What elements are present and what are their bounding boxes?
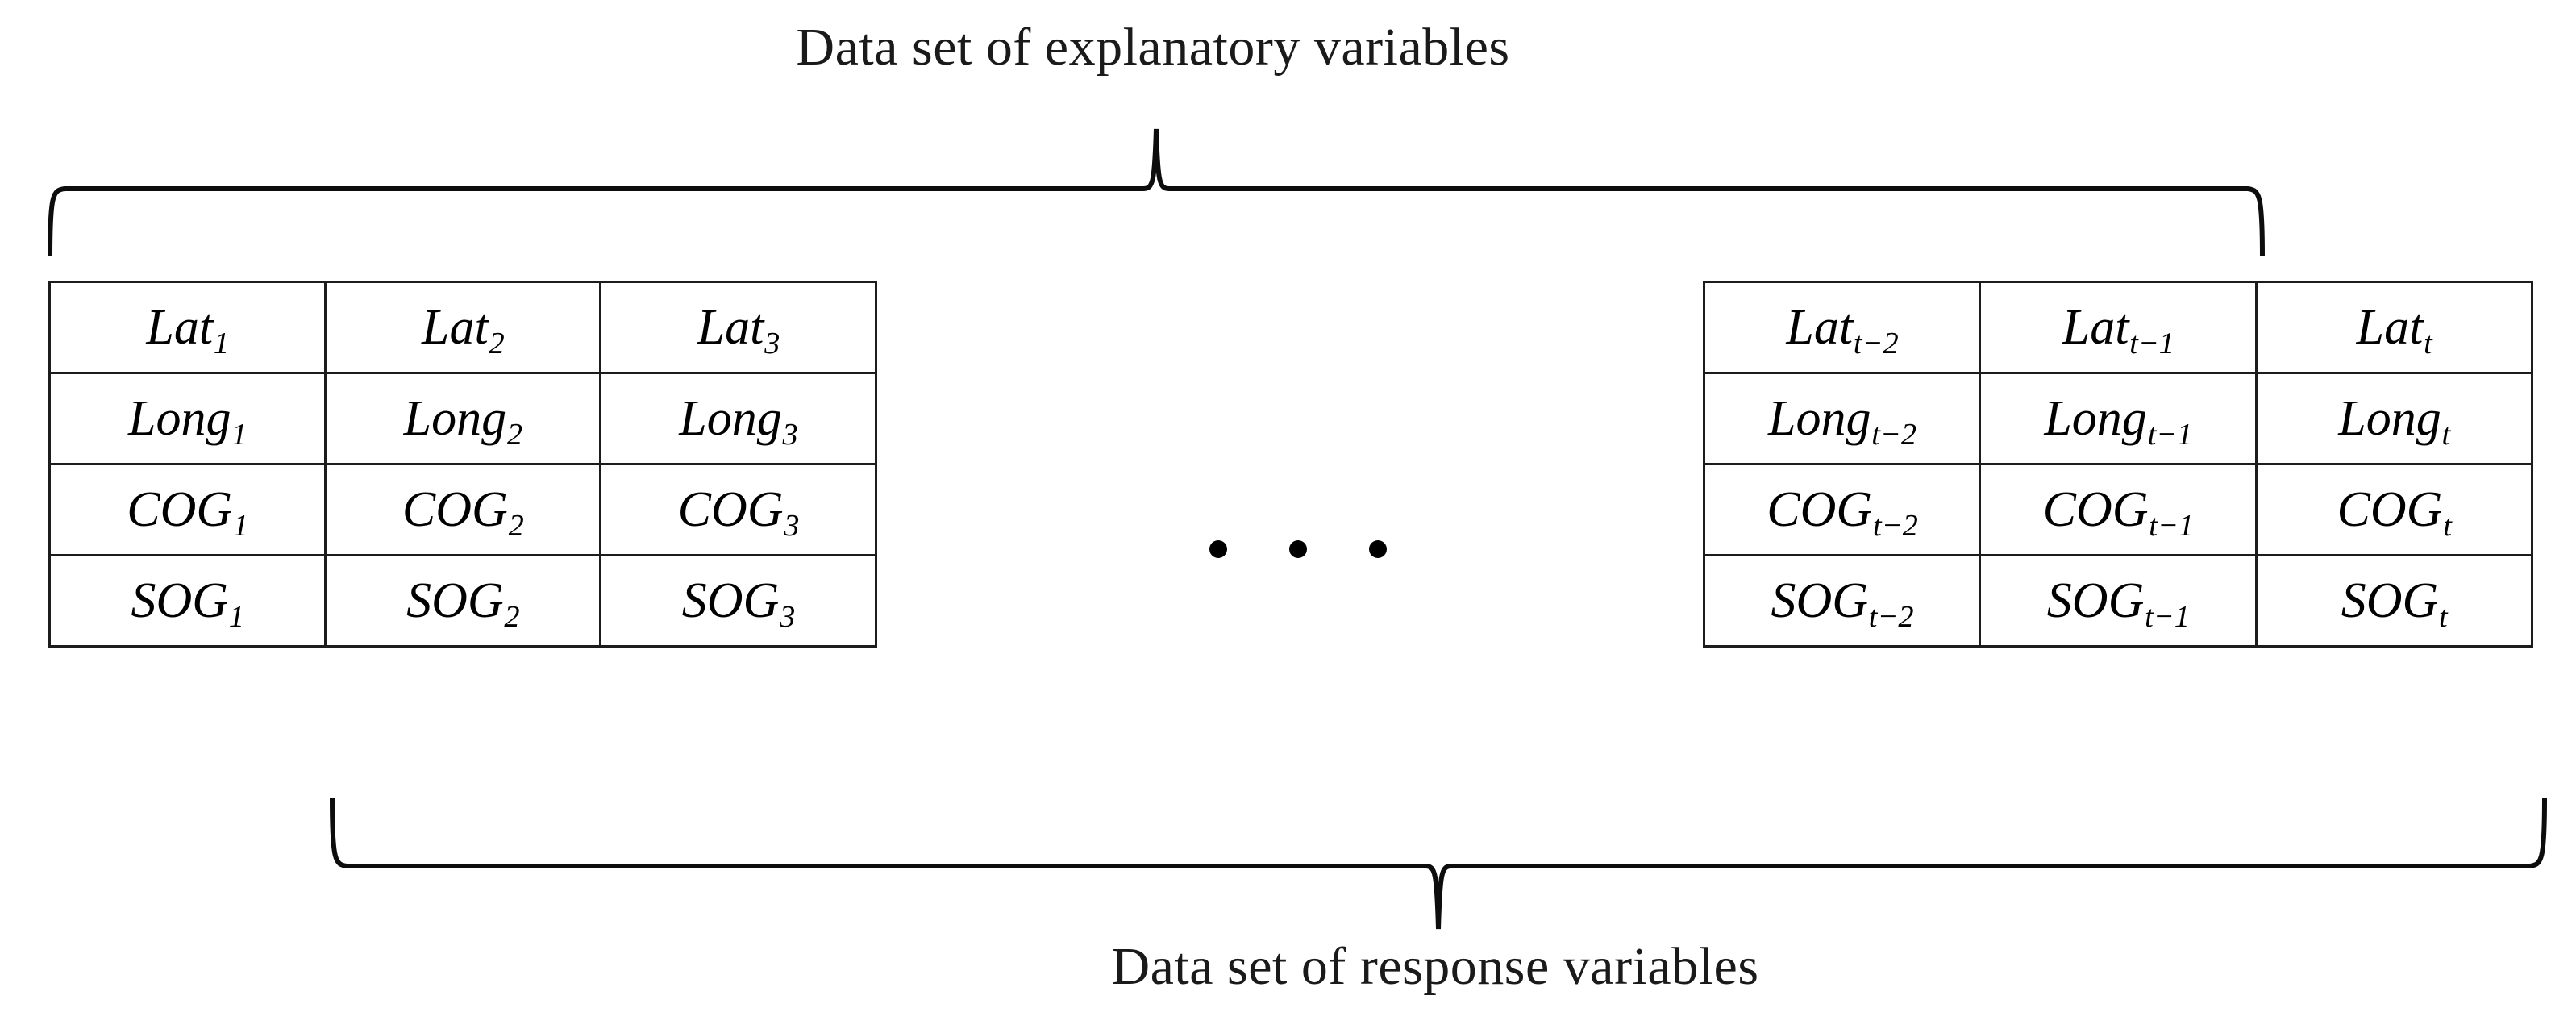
cell-base: Lat — [697, 300, 764, 355]
cell-subscript: t−2 — [1853, 326, 1899, 360]
cell-sog-t-minus-1: SOGt−1 — [1979, 554, 2258, 648]
table-row: Long1 Long2 Long3 — [48, 372, 877, 465]
ellipsis-separator — [1209, 474, 1387, 571]
cell-base: COG — [1767, 482, 1873, 537]
late-timesteps-table: Latt−2 Latt−1 Latt Longt−2 Longt−1 Longt… — [1702, 281, 2534, 648]
cell-long-t-minus-2: Longt−2 — [1702, 372, 1982, 465]
cell-lat-2: Lat2 — [323, 281, 602, 374]
cell-base: COG — [2337, 482, 2443, 537]
cell-base: SOG — [2046, 573, 2145, 628]
cell-lat-t-minus-1: Latt−1 — [1979, 281, 2258, 374]
ellipsis-dot — [1209, 540, 1227, 558]
cell-subscript: t — [2441, 417, 2451, 452]
table-row: SOG1 SOG2 SOG3 — [48, 554, 877, 648]
cell-base: Long — [679, 391, 782, 446]
cell-lat-1: Lat1 — [48, 281, 327, 374]
cell-subscript: t−1 — [2147, 417, 2193, 452]
cell-base: Long — [2338, 391, 2441, 446]
cell-base: SOG — [1771, 573, 1869, 628]
cell-cog-2: COG2 — [323, 463, 602, 556]
cell-base: SOG — [131, 573, 228, 628]
cell-subscript: 3 — [764, 326, 780, 360]
cell-subscript: 3 — [782, 417, 798, 452]
explanatory-variables-caption: Data set of explanatory variables — [796, 18, 1510, 77]
cell-subscript: t−1 — [2149, 508, 2195, 543]
cell-base: Long — [1768, 391, 1871, 446]
table-row: COGt−2 COGt−1 COGt — [1702, 463, 2534, 556]
cell-subscript: t−2 — [1871, 417, 1917, 452]
cell-base: SOG — [2341, 573, 2439, 628]
cell-lat-t: Latt — [2254, 281, 2534, 374]
cell-subscript: 1 — [228, 599, 244, 634]
table-row: Lat1 Lat2 Lat3 — [48, 281, 877, 374]
cell-cog-t-minus-1: COGt−1 — [1979, 463, 2258, 556]
cell-subscript: 3 — [784, 508, 800, 543]
cell-subscript: 2 — [489, 326, 505, 360]
cell-base: Long — [2044, 391, 2147, 446]
cell-base: SOG — [406, 573, 504, 628]
ellipsis-dot — [1289, 540, 1307, 558]
cell-long-t: Longt — [2254, 372, 2534, 465]
cell-cog-t: COGt — [2254, 463, 2534, 556]
cell-sog-t-minus-2: SOGt−2 — [1702, 554, 1982, 648]
cell-subscript: 2 — [508, 508, 524, 543]
cell-base: Long — [127, 391, 231, 446]
explanatory-variables-brace — [48, 128, 2265, 257]
cell-sog-t: SOGt — [2254, 554, 2534, 648]
cell-sog-3: SOG3 — [599, 554, 877, 648]
cell-subscript: t — [2443, 508, 2452, 543]
cell-sog-2: SOG2 — [323, 554, 602, 648]
cell-lat-t-minus-2: Latt−2 — [1702, 281, 1982, 374]
cell-base: Lat — [2356, 300, 2424, 355]
cell-long-t-minus-1: Longt−1 — [1979, 372, 2258, 465]
cell-sog-1: SOG1 — [48, 554, 327, 648]
response-variables-brace — [330, 798, 2547, 930]
cell-base: Long — [403, 391, 507, 446]
cell-base: COG — [402, 482, 508, 537]
cell-base: COG — [127, 482, 233, 537]
cell-subscript: 1 — [232, 508, 249, 543]
table-row: SOGt−2 SOGt−1 SOGt — [1702, 554, 2534, 648]
ellipsis-dot — [1369, 540, 1387, 558]
table-row: Longt−2 Longt−1 Longt — [1702, 372, 2534, 465]
cell-long-1: Long1 — [48, 372, 327, 465]
early-timesteps-table: Lat1 Lat2 Lat3 Long1 Long2 Long3 COG1 CO… — [48, 281, 877, 648]
cell-base: COG — [2042, 482, 2149, 537]
cell-subscript: 1 — [213, 326, 230, 360]
cell-subscript: t−1 — [2145, 599, 2190, 634]
cell-base: Lat — [422, 300, 489, 355]
cell-cog-t-minus-2: COGt−2 — [1702, 463, 1982, 556]
response-variables-caption: Data set of response variables — [1111, 937, 1759, 996]
cell-subscript: 1 — [231, 417, 248, 452]
table-row: COG1 COG2 COG3 — [48, 463, 877, 556]
cell-long-2: Long2 — [323, 372, 602, 465]
cell-cog-3: COG3 — [599, 463, 877, 556]
table-row: Latt−2 Latt−1 Latt — [1702, 281, 2534, 374]
cell-subscript: t — [2439, 599, 2448, 634]
cell-cog-1: COG1 — [48, 463, 327, 556]
cell-subscript: 3 — [780, 599, 796, 634]
cell-base: Lat — [146, 300, 214, 355]
cell-subscript: t−1 — [2129, 326, 2175, 360]
cell-lat-3: Lat3 — [599, 281, 877, 374]
cell-long-3: Long3 — [599, 372, 877, 465]
cell-base: Lat — [2062, 300, 2129, 355]
cell-subscript: t — [2424, 326, 2432, 360]
cell-subscript: 2 — [506, 417, 523, 452]
cell-subscript: t−2 — [1872, 508, 1918, 543]
cell-base: Lat — [1786, 300, 1854, 355]
cell-subscript: 2 — [504, 599, 520, 634]
cell-base: COG — [677, 482, 784, 537]
cell-subscript: t−2 — [1868, 599, 1914, 634]
cell-base: SOG — [681, 573, 780, 628]
